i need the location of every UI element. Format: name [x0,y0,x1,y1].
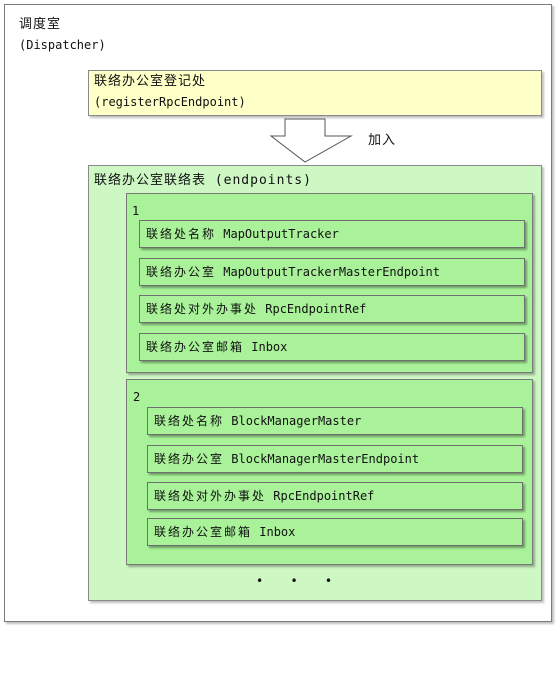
more-ellipsis: • • • [256,574,343,588]
down-arrow-icon [269,118,353,163]
row-value: RpcEndpointRef [273,489,375,503]
register-box [88,70,542,116]
row-value: MapOutputTrackerMasterEndpoint [223,265,440,279]
endpoint-group-index: 2 [133,390,141,404]
arrow-label: 加入 [368,133,397,148]
endpoint-row-ref: 联络处对外办事处 RpcEndpointRef [147,482,523,510]
row-value: MapOutputTracker [223,227,339,241]
endpoint-row-name: 联络处名称 BlockManagerMaster [147,407,523,435]
endpoint-row-name: 联络处名称 MapOutputTracker [139,220,525,248]
row-key: 联络处名称 [154,414,225,428]
endpoint-row-ref: 联络处对外办事处 RpcEndpointRef [139,295,525,323]
row-key: 联络处对外办事处 [146,302,259,316]
row-key: 联络办公室 [146,265,217,279]
endpoint-row-inbox: 联络办公室邮箱 Inbox [147,518,523,546]
row-value: BlockManagerMasterEndpoint [231,452,420,466]
row-value: BlockManagerMaster [231,414,362,428]
endpoints-table-title: 联络办公室联络表 (endpoints) [94,173,312,188]
row-key: 联络办公室 [154,452,225,466]
row-key: 联络处名称 [146,227,217,241]
endpoint-group-index: 1 [132,204,140,218]
row-value: Inbox [251,340,288,354]
endpoint-row-inbox: 联络办公室邮箱 Inbox [139,333,525,361]
dispatcher-subtitle: (Dispatcher) [19,38,106,52]
row-key: 联络办公室邮箱 [154,525,253,539]
row-key: 联络处对外办事处 [154,489,267,503]
register-title: 联络办公室登记处 [94,74,207,89]
dispatcher-title: 调度室 [19,17,62,32]
register-subtitle: (registerRpcEndpoint) [94,95,246,109]
endpoint-row-office: 联络办公室 BlockManagerMasterEndpoint [147,445,523,473]
row-key: 联络办公室邮箱 [146,340,245,354]
row-value: Inbox [259,525,296,539]
row-value: RpcEndpointRef [265,302,367,316]
endpoint-row-office: 联络办公室 MapOutputTrackerMasterEndpoint [139,258,525,286]
